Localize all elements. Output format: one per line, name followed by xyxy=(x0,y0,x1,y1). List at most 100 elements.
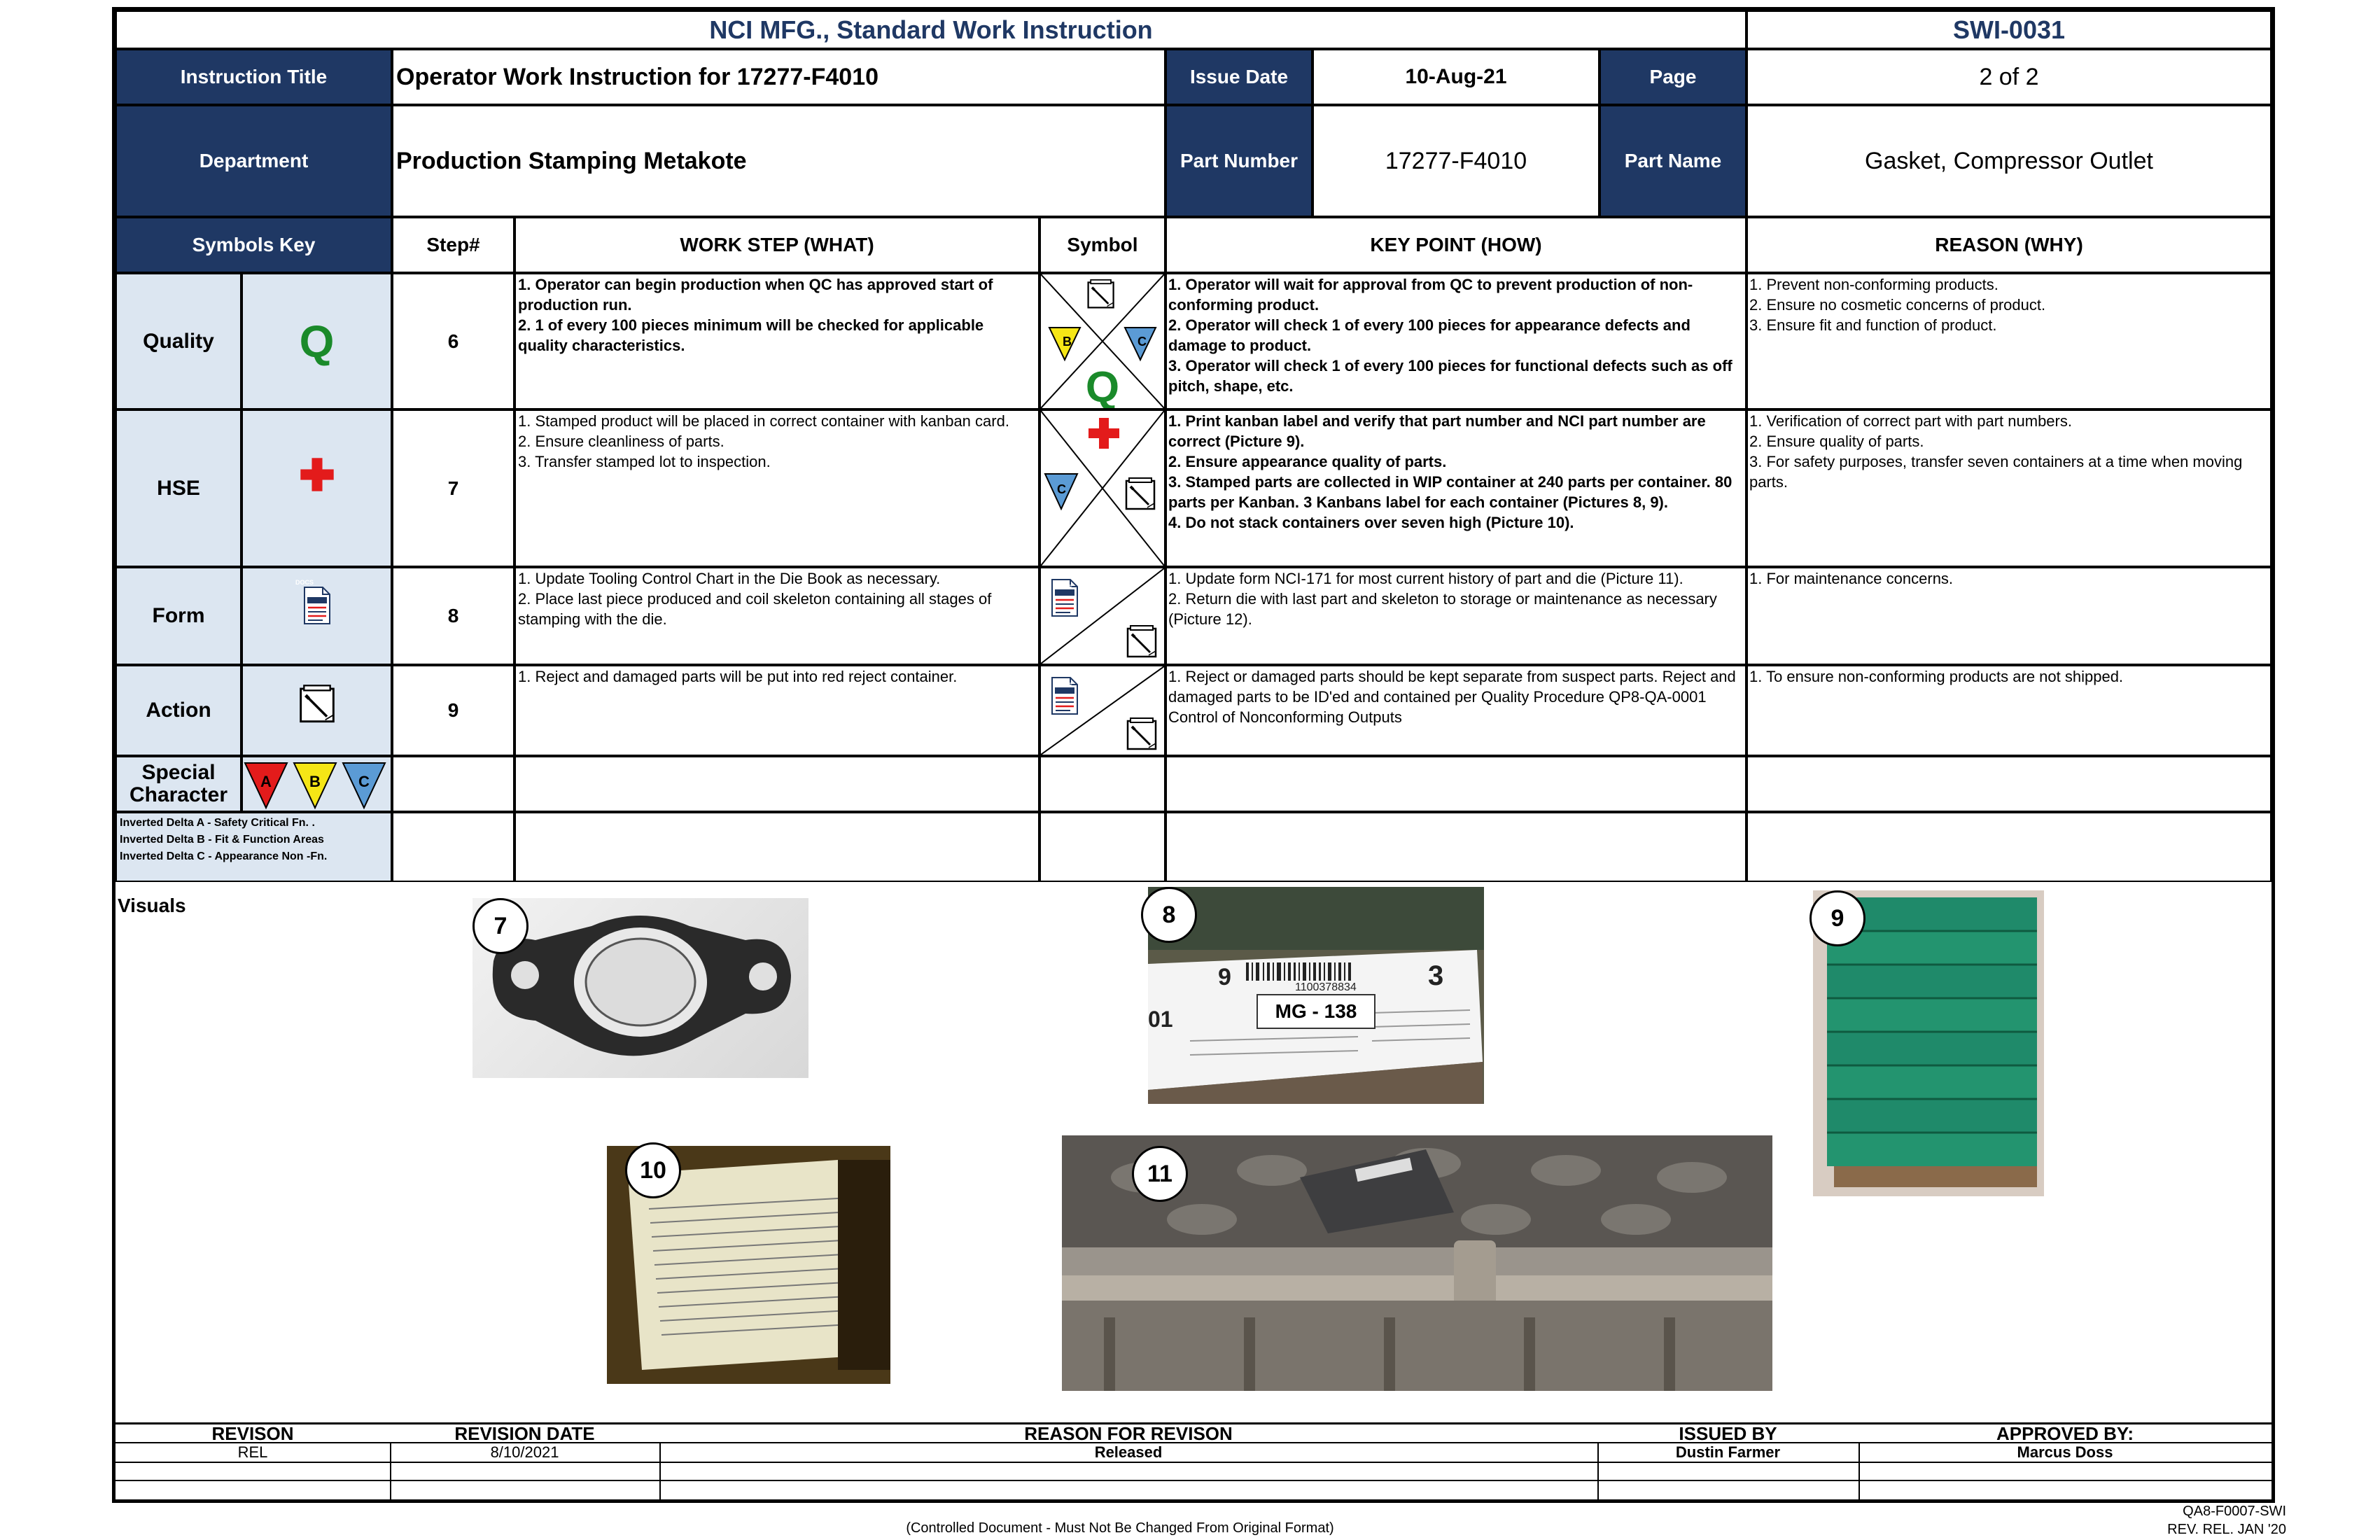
step-6-how-line: 1. Operator will wait for approval from … xyxy=(1168,276,1693,314)
step-6-how-line: 2. Operator will check 1 of every 100 pi… xyxy=(1168,316,1690,354)
action-key-label: Action xyxy=(115,665,241,756)
step-8-how-line: 1. Update form NCI-171 for most current … xyxy=(1168,570,1684,587)
step-7-why-line: 2. Ensure quality of parts. xyxy=(1749,433,1924,450)
step-7-what-line: 3. Transfer stamped lot to inspection. xyxy=(518,453,771,470)
picture-7-gasket xyxy=(472,898,808,1078)
step-header: Step# xyxy=(392,217,514,273)
step-7-symbols: C xyxy=(1041,411,1164,566)
step-8-how-line: 2. Return die with last part and skeleto… xyxy=(1168,590,1717,628)
revision-col-line xyxy=(390,1442,391,1503)
empty-symbol-cell xyxy=(1040,756,1166,812)
action-pad-icon xyxy=(241,665,392,756)
step-8-symbols xyxy=(1041,568,1164,664)
svg-text:3: 3 xyxy=(1428,960,1443,991)
step-8-why-cell xyxy=(1746,567,2272,665)
empty-why-cell xyxy=(1746,756,2272,812)
hse-cross-icon xyxy=(241,410,392,567)
step-6-what-line: 1. Operator can begin production when QC… xyxy=(518,276,993,314)
step-7-how-line: 4. Do not stack containers over seven hi… xyxy=(1168,514,1574,531)
step-6-how: 1. Operator will wait for approval from … xyxy=(1168,274,1744,407)
step-7-how-cell xyxy=(1166,410,1746,567)
delta-b-text: B xyxy=(309,773,321,790)
issued-by-header: ISSUED BY xyxy=(1679,1423,1777,1444)
instruction-title: Operator Work Instruction for 17277-F401… xyxy=(392,49,1166,105)
step-6-what: 1. Operator can begin production when QC… xyxy=(518,274,1037,407)
company-title: NCI MFG., Standard Work Instruction xyxy=(115,10,1746,49)
step-7-how: 1. Print kanban label and verify that pa… xyxy=(1168,411,1744,565)
page-number: 2 of 2 xyxy=(1746,49,2272,105)
step-8-number: 8 xyxy=(392,567,514,665)
step-7-how-line: 2. Ensure appearance quality of parts. xyxy=(1168,453,1447,470)
step-9-docs-label: DOCS xyxy=(1054,682,1072,689)
step-8-docs-label: DOCS xyxy=(1054,584,1072,591)
special-character-label: Special Character xyxy=(115,756,241,812)
special-deltas: A B C xyxy=(241,756,392,812)
empty-why-cell xyxy=(1746,812,2272,882)
step-6-why-line: 3. Ensure fit and function of product. xyxy=(1749,316,1997,334)
approved-by-value: Marcus Doss xyxy=(2017,1443,2113,1461)
department: Production Stamping Metakote xyxy=(392,105,1166,217)
step-9-why-line: 1. To ensure non-conforming products are… xyxy=(1749,668,2124,685)
revision-col-line xyxy=(1597,1442,1599,1503)
picture-7-badge: 7 xyxy=(472,898,528,954)
step-7-how-line: 3. Stamped parts are collected in WIP co… xyxy=(1168,473,1732,511)
step-8-what-cell xyxy=(514,567,1040,665)
reason-header: REASON (WHY) xyxy=(1746,217,2272,273)
hse-key-label: HSE xyxy=(115,410,241,567)
step-7-why-line: 1. Verification of correct part with par… xyxy=(1749,412,2072,430)
step-9-how: 1. Reject or damaged parts should be kep… xyxy=(1168,666,1744,754)
empty-step-cell xyxy=(392,812,514,882)
quality-q-icon: Q xyxy=(241,273,392,410)
key-point-header: KEY POINT (HOW) xyxy=(1166,217,1746,273)
step-6-what-cell xyxy=(514,273,1040,410)
part-name: Gasket, Compressor Outlet xyxy=(1746,105,2272,217)
part-number: 17277-F4010 xyxy=(1312,105,1600,217)
approved-by-header: APPROVED BY: xyxy=(1996,1423,2134,1444)
part-number-label: Part Number xyxy=(1166,105,1312,217)
step-6-why-line: 1. Prevent non-conforming products. xyxy=(1749,276,1998,293)
step-7-how-line: 1. Print kanban label and verify that pa… xyxy=(1168,412,1706,450)
step-6-symbols: B C Q xyxy=(1041,274,1164,408)
svg-text:1100378834: 1100378834 xyxy=(1295,981,1357,993)
issue-date: 10-Aug-21 xyxy=(1312,49,1600,105)
symbol-header: Symbol xyxy=(1040,217,1166,273)
revision-date-value: 8/10/2021 xyxy=(490,1443,559,1461)
step-8-how: 1. Update form NCI-171 for most current … xyxy=(1168,568,1744,663)
empty-how-cell xyxy=(1166,756,1746,812)
delta-icons: A B C xyxy=(243,762,386,810)
quality-key-label: Quality xyxy=(115,273,241,410)
revision-col-line xyxy=(1858,1442,1860,1503)
step-9-why: 1. To ensure non-conforming products are… xyxy=(1749,666,2269,754)
issue-date-label: Issue Date xyxy=(1166,49,1312,105)
delta-legend: Inverted Delta A - Safety Critical Fn. .… xyxy=(115,812,392,882)
instruction-title-label: Instruction Title xyxy=(115,49,392,105)
step-9-what: 1. Reject and damaged parts will be put … xyxy=(518,666,1037,754)
empty-what-cell xyxy=(514,756,1040,812)
step-8-what-line: 1. Update Tooling Control Chart in the D… xyxy=(518,570,941,587)
step-7-why-line: 3. For safety purposes, transfer seven c… xyxy=(1749,453,2243,491)
svg-text:C: C xyxy=(1138,335,1147,349)
step-6-why-cell xyxy=(1746,273,2272,410)
svg-text:01: 01 xyxy=(1148,1007,1173,1032)
step-6-what-line: 2. 1 of every 100 pieces minimum will be… xyxy=(518,316,984,354)
gasket-image xyxy=(492,916,791,1056)
revision-top-line xyxy=(115,1422,2272,1424)
empty-step-cell xyxy=(392,756,514,812)
step-9-what-line: 1. Reject and damaged parts will be put … xyxy=(518,668,958,685)
step-8-symbol-cell xyxy=(1040,567,1166,665)
step-7-number: 7 xyxy=(392,410,514,567)
step-8-how-cell xyxy=(1166,567,1746,665)
delta-a-text: A xyxy=(260,773,272,790)
step-9-symbol-cell xyxy=(1040,665,1166,756)
step-9-why-cell xyxy=(1746,665,2272,756)
step-7-symbol-cell: C xyxy=(1040,410,1166,567)
revision-header: REVISON xyxy=(211,1423,294,1444)
delta-c-text: C xyxy=(358,773,370,790)
step-7-what-line: 1. Stamped product will be placed in cor… xyxy=(518,412,1009,430)
step-9-symbols xyxy=(1041,666,1164,755)
step-7-what-line: 2. Ensure cleanliness of parts. xyxy=(518,433,724,450)
step-7-what-cell xyxy=(514,410,1040,567)
step-6-why: 1. Prevent non-conforming products. 2. E… xyxy=(1749,274,2269,407)
revision-value: REL xyxy=(237,1443,268,1461)
page-label: Page xyxy=(1600,49,1746,105)
